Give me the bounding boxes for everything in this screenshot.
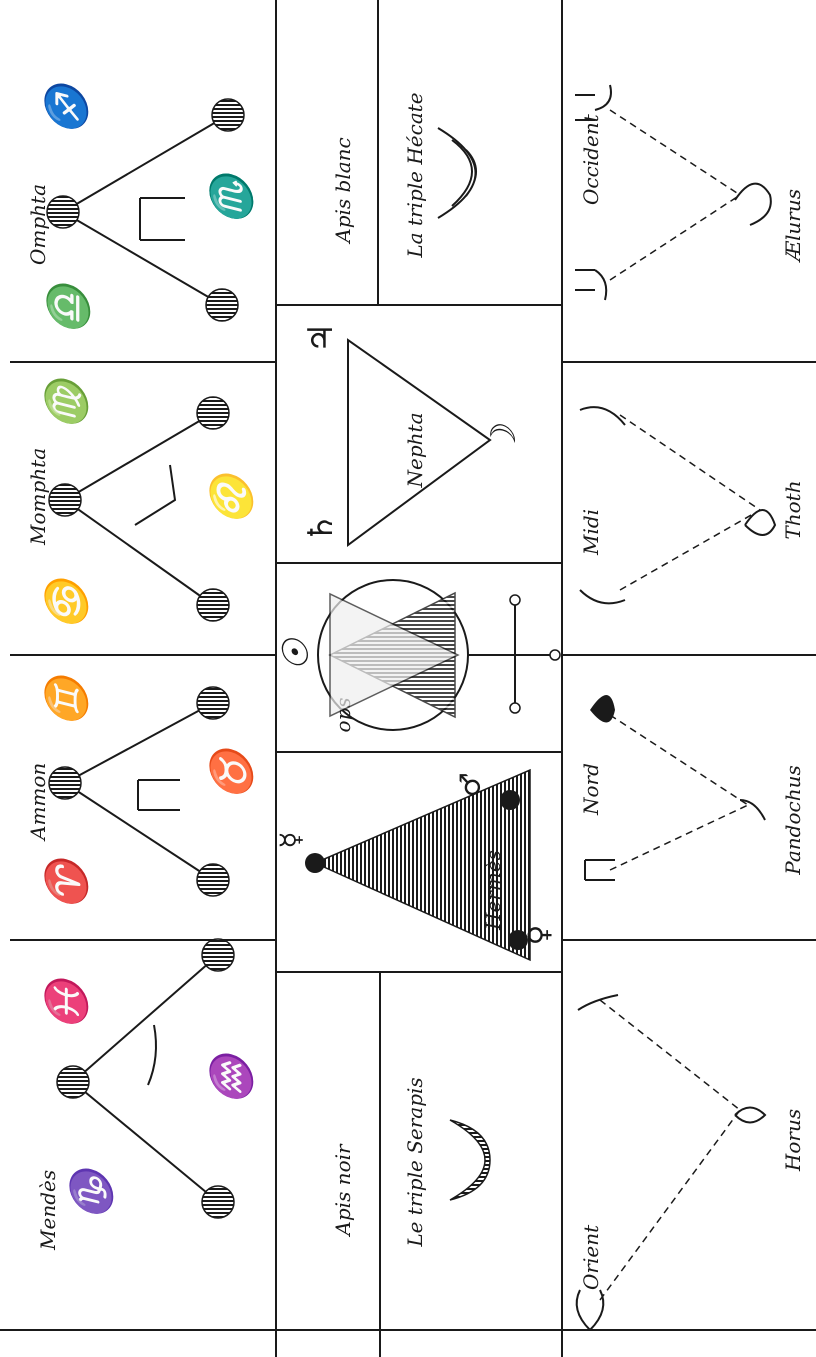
deity-label: Ælurus (781, 189, 805, 263)
mars-node (500, 790, 520, 810)
hermes-cell: ☿ ♂ ♀ Hermès (274, 770, 555, 960)
triple-hecate-label: La triple Hécate (403, 92, 427, 258)
triad-nord: Nord Pandochus (579, 695, 805, 880)
wave-glyph (580, 407, 625, 425)
triad-orient: Orient Horus (577, 995, 805, 1330)
capricorn-icon: ♑ (68, 1163, 115, 1220)
apis-noir-label: Apis noir (331, 1143, 355, 1238)
jupiter-icon: ♃ (301, 323, 341, 353)
moon-icon: ☽ (484, 423, 524, 455)
aries-icon: ♈ (43, 853, 90, 910)
triad-omphta: Omphta ♐ ♎ ♏ (26, 78, 255, 335)
leo-icon: ♌ (208, 468, 255, 525)
pylon-glyph (575, 270, 606, 300)
triad-name: Omphta (26, 184, 50, 265)
taurus-icon: ♉ (208, 743, 255, 800)
triad-midi: Midi Thoth (579, 407, 805, 603)
wave-glyph (580, 590, 625, 603)
triple-crescent-light-icon (438, 128, 476, 218)
venus-icon: ♀ (522, 925, 555, 945)
deity-label: Thoth (781, 480, 805, 539)
cat-glyph (735, 184, 771, 225)
deity-label: Horus (781, 1109, 805, 1172)
hermes-label: Hermès (481, 850, 505, 931)
direction-label: Nord (579, 763, 603, 816)
dignity-glyph (140, 198, 185, 240)
dignity-glyph (148, 1025, 156, 1085)
triad-mendes: Mendès ♑ ♓ ♒ (36, 939, 255, 1251)
apis-blanc-cell: Apis blanc La triple Hécate (331, 92, 476, 258)
mercury-icon: ☿ (274, 831, 307, 848)
triple-crescent-dark-icon (450, 1120, 490, 1200)
ram-glyph (590, 695, 615, 723)
nephta-cell: Nephta ♄ ♃ ☽ (301, 323, 524, 545)
triad-occident: Occident Ælurus (575, 85, 805, 300)
dignity-glyph (135, 465, 175, 525)
virgo-icon: ♍ (43, 373, 90, 430)
saturn-icon: ♄ (301, 513, 341, 543)
triad-momphta: Momphta ♋ ♍ ♌ (26, 373, 255, 630)
libra-icon: ♎ (45, 278, 92, 335)
ops-cell: ops ☉ (276, 580, 560, 733)
triad-ammon: Ammon ♈ ♊ ♉ (26, 670, 255, 910)
deity-label: Pandochus (781, 765, 805, 875)
ibis-glyph (745, 510, 775, 535)
dignity-glyph (138, 780, 180, 810)
triad-name: Mendès (36, 1170, 60, 1251)
triad-name: Momphta (26, 448, 50, 546)
apis-noir-cell: Apis noir Le triple Serapis (331, 1077, 490, 1247)
direction-label: Midi (579, 509, 603, 556)
serpent-glyph (735, 1108, 765, 1123)
mars-icon: ♂ (454, 772, 487, 797)
apis-blanc-label: Apis blanc (331, 137, 355, 244)
pylon-glyph (577, 1290, 604, 1330)
sun-icon: ☉ (276, 637, 317, 671)
wave-glyph (578, 995, 618, 1010)
gemini-icon: ♊ (43, 670, 90, 727)
direction-label: Occident (579, 113, 603, 205)
nephta-label: Nephta (403, 413, 427, 489)
direction-label: Orient (579, 1224, 603, 1290)
mercury-node (305, 853, 325, 873)
cancer-icon: ♋ (43, 573, 90, 630)
triple-serapis-label: Le triple Serapis (403, 1077, 427, 1247)
scorpio-icon: ♏ (208, 168, 255, 225)
triad-name: Ammon (26, 763, 50, 842)
sagittarius-icon: ♐ (43, 78, 90, 135)
pisces-icon: ♓ (43, 973, 90, 1030)
aquarius-icon: ♒ (208, 1048, 255, 1105)
